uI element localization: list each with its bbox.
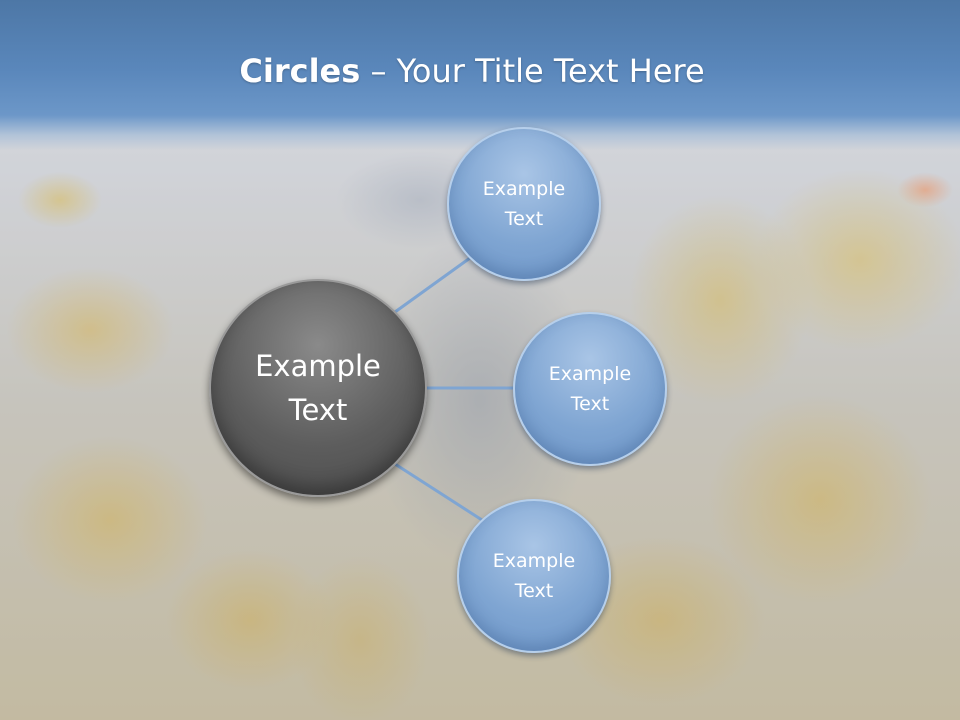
- circle-node-top[interactable]: Example Text: [447, 127, 601, 281]
- title-band: [0, 0, 960, 150]
- title-strong: Circles: [239, 52, 361, 90]
- circle-node-label: Example Text: [492, 550, 576, 602]
- title-rest: – Your Title Text Here: [360, 52, 705, 90]
- circle-node-label: Example Text: [548, 363, 632, 415]
- connector-bottom: [394, 462, 483, 522]
- center-circle-label: Example Text: [255, 349, 381, 427]
- circle-node-label: Example Text: [482, 178, 566, 230]
- connector-top: [394, 256, 471, 314]
- center-circle[interactable]: Example Text: [209, 279, 427, 497]
- circle-node-bottom[interactable]: Example Text: [457, 499, 611, 653]
- circle-node-middle[interactable]: Example Text: [513, 312, 667, 466]
- slide-title[interactable]: Circles – Your Title Text Here: [0, 52, 944, 90]
